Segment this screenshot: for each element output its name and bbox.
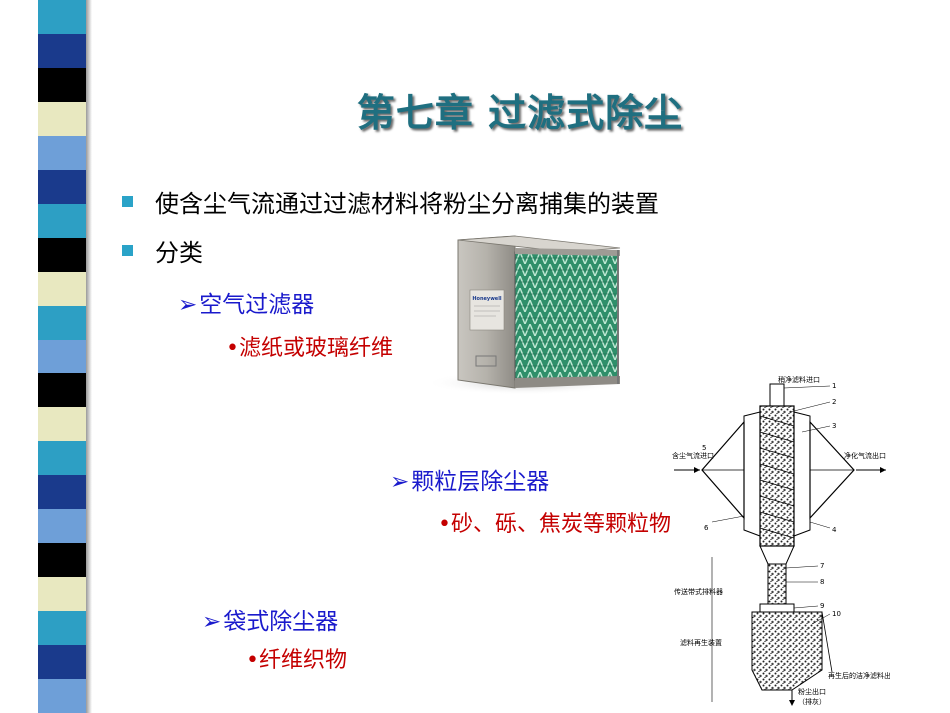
category-granular-bed: ➢颗粒层除尘器 xyxy=(390,462,549,496)
category-name: 袋式除尘器 xyxy=(223,609,339,635)
stripe-block xyxy=(38,0,86,34)
category-detail: •滤纸或玻璃纤维 xyxy=(226,336,393,361)
stripe-block xyxy=(38,203,86,238)
category-name: 颗粒层除尘器 xyxy=(411,469,550,495)
air-filter-image: Honeywell xyxy=(425,235,625,395)
stripe-block xyxy=(38,407,86,442)
stripe-block xyxy=(38,135,86,170)
stripe-block xyxy=(38,679,86,713)
brand-label: Honeywell xyxy=(472,296,502,302)
arrow-bullet-icon: ➢ xyxy=(390,469,410,495)
stripe-block xyxy=(38,67,86,102)
callout-8: 8 xyxy=(820,578,824,586)
callout-4: 4 xyxy=(832,526,837,534)
diagram-label-dust-out: 粉尘出口 xyxy=(798,687,826,696)
bullet-text: 使含尘气流通过过滤材料将粉尘分离捕集的装置 xyxy=(155,190,659,218)
diagram-label-conveyor: 传送带式排料器 xyxy=(674,587,723,596)
category-air-filter: ➢空气过滤器 xyxy=(178,285,314,319)
callout-6: 6 xyxy=(704,524,709,532)
bullet-square-icon xyxy=(122,245,133,256)
stripe-block xyxy=(38,271,86,306)
stripe-shadow xyxy=(86,0,92,713)
diagram-label-top: 稍净滤料进口 xyxy=(778,375,820,384)
stripe-block xyxy=(38,101,86,136)
stripe-block xyxy=(38,33,86,68)
arrow-bullet-icon: ➢ xyxy=(202,609,222,635)
stripe-block xyxy=(38,305,86,340)
diagram-label-regen-out: 再生后的洁净滤料出口 xyxy=(828,671,890,680)
bullet-square-icon xyxy=(122,196,133,207)
category-bag-filter: ➢袋式除尘器 xyxy=(202,602,338,636)
slide-title: 第七章 过滤式除尘 xyxy=(356,91,684,135)
category-detail: •纤维织物 xyxy=(246,648,347,673)
stripe-block xyxy=(38,577,86,612)
stripe-block xyxy=(38,645,86,680)
stripe-block xyxy=(38,441,86,476)
category-name: 空气过滤器 xyxy=(199,292,315,318)
arrow-bullet-icon: ➢ xyxy=(178,292,198,318)
stripe-block xyxy=(38,237,86,272)
bullet-text: 分类 xyxy=(155,239,203,267)
bullet-classification: 分类 xyxy=(122,233,203,268)
callout-9: 9 xyxy=(820,602,824,610)
diagram-label-outlet: 净化气流出口 xyxy=(844,451,886,460)
stripe-block xyxy=(38,543,86,578)
callout-3: 3 xyxy=(832,422,836,430)
stripe-block xyxy=(38,339,86,374)
diagram-label-regen: 滤料再生装置 xyxy=(680,638,722,647)
stripe-block xyxy=(38,509,86,544)
callout-10: 10 xyxy=(832,610,841,618)
bullet-definition: 使含尘气流通过过滤材料将粉尘分离捕集的装置 xyxy=(122,184,659,219)
callout-1: 1 xyxy=(832,382,836,390)
diagram-label-dust-out-sub: （排灰） xyxy=(798,697,826,706)
stripe-block xyxy=(38,169,86,204)
stripe-block xyxy=(38,611,86,646)
stripe-block xyxy=(38,475,86,510)
callout-7: 7 xyxy=(820,562,824,570)
callout-5: 5 xyxy=(702,444,706,452)
stripe-block xyxy=(38,373,86,408)
granular-bed-filter-diagram: 稍净滤料进口 含尘气流进口 净化气流出口 传送带式排料器 滤料再生装置 再生后的… xyxy=(672,375,890,706)
callout-2: 2 xyxy=(832,398,836,406)
diagram-label-inlet: 含尘气流进口 xyxy=(672,451,714,460)
category-detail: •砂、砾、焦炭等颗粒物 xyxy=(438,512,671,537)
decorative-stripe xyxy=(38,0,86,713)
